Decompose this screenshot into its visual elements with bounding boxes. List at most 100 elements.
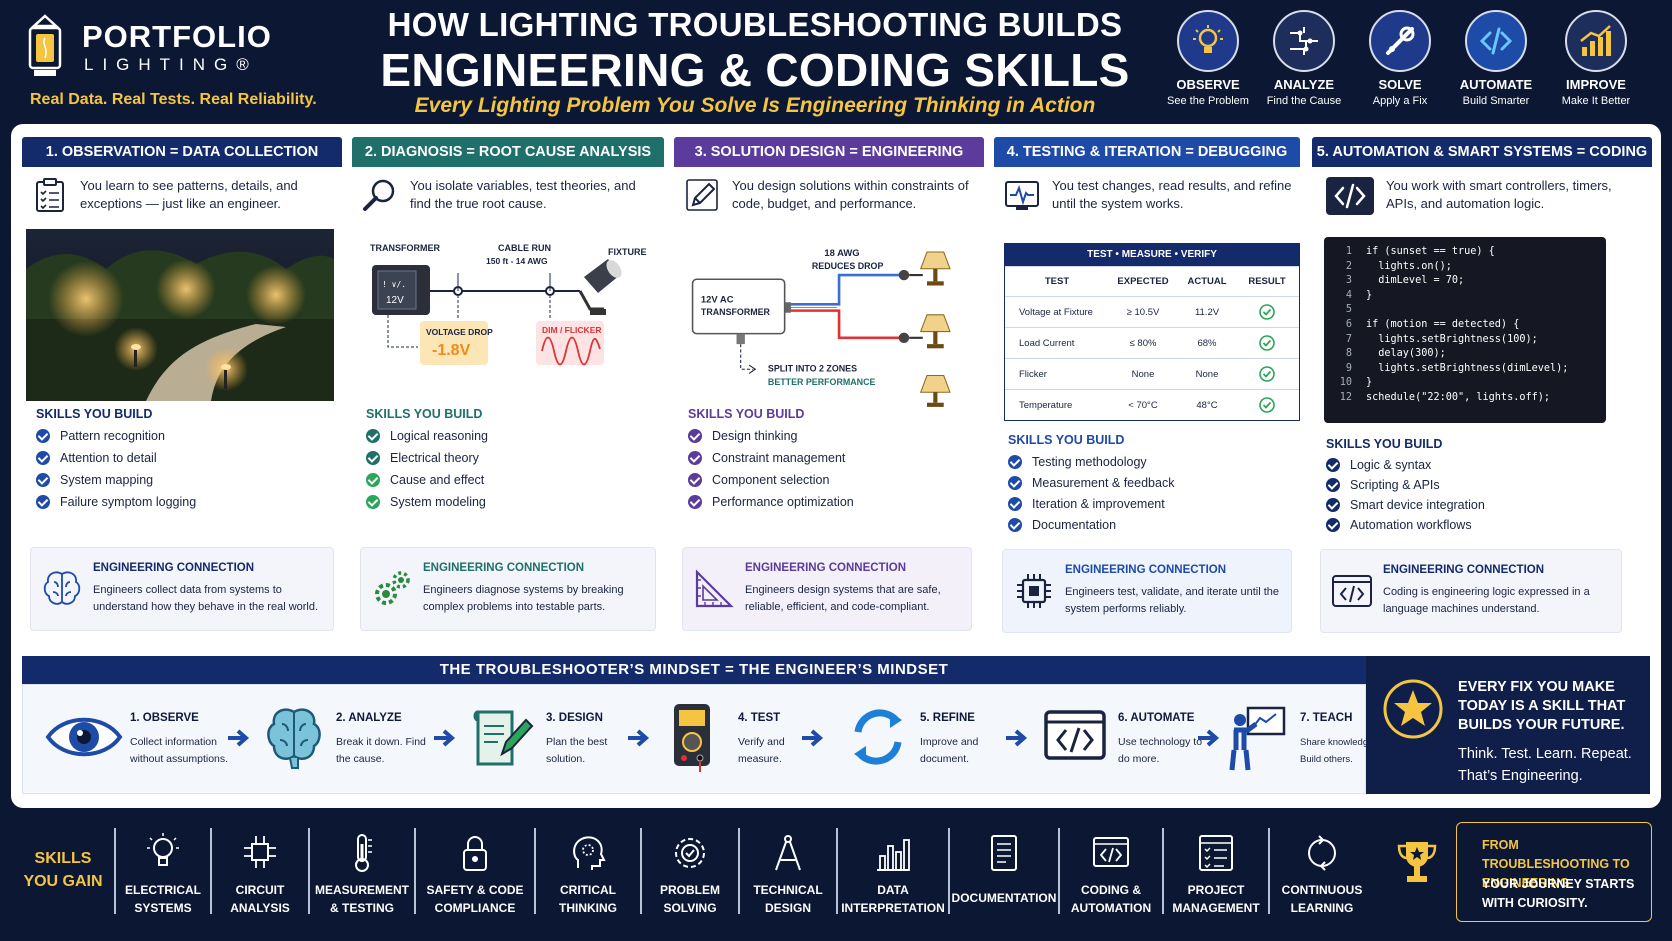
- skill-gain-continuous-learning: CONTINUOUS LEARNING: [1268, 828, 1374, 915]
- skills-title: SKILLS YOU BUILD: [36, 407, 153, 421]
- card-intro: You isolate variables, test theories, an…: [362, 177, 656, 225]
- list-item: Constraint management: [688, 447, 854, 469]
- skills-list: Design thinking Constraint management Co…: [688, 425, 854, 513]
- column-header: ACTUAL: [1187, 276, 1227, 287]
- column-header: EXPECTED: [1117, 276, 1169, 287]
- skill-label: Documentation: [1032, 517, 1117, 532]
- voltage-drop-diagram: TRANSFORMER CABLE RUN 150 ft - 14 AWG FI…: [370, 243, 647, 366]
- engineering-connection: ENGINEERING CONNECTION Coding is enginee…: [1320, 549, 1622, 633]
- header-step-sub: Find the Cause: [1266, 95, 1342, 107]
- mindset-step-desc: Plan the best solution.: [546, 736, 608, 765]
- connection-text: Engineers test, validate, and iterate un…: [1065, 586, 1280, 615]
- line-number: 6: [1345, 318, 1352, 330]
- skill-label: Electrical theory: [390, 451, 479, 465]
- card-intro: You work with smart controllers, timers,…: [1326, 177, 1644, 225]
- line-number: 7: [1345, 333, 1352, 345]
- connection-text: Coding is engineering logic expressed in…: [1383, 586, 1590, 615]
- pass-check-icon: [1259, 304, 1275, 320]
- mindset-step-desc: Collect information without assumptions.: [130, 736, 229, 765]
- code-line: 3 dimLevel = 70;: [1330, 274, 1606, 289]
- code-window-icon: [1332, 575, 1372, 607]
- title-line-1: HOW LIGHTING TROUBLESHOOTING BUILDS: [387, 6, 1123, 43]
- pencil-icon: [686, 179, 718, 211]
- flicker-label: DIM / FLICKER: [542, 325, 602, 335]
- thermometer-icon: [355, 834, 372, 872]
- check-icon: [688, 451, 702, 465]
- code-brackets-icon: [1326, 177, 1374, 215]
- skill-gain-data: DATA INTERPRETATION: [836, 828, 948, 915]
- header-step-sub: Build Smarter: [1462, 95, 1530, 107]
- connection-title: ENGINEERING CONNECTION: [1065, 564, 1227, 576]
- skills-title: SKILLS YOU BUILD: [1008, 433, 1125, 447]
- skill-label: Automation workflows: [1350, 518, 1472, 532]
- code-line: 2 lights.on();: [1330, 260, 1606, 275]
- line-number: 5: [1345, 304, 1352, 316]
- header-step-label: SOLVE: [1378, 77, 1422, 92]
- chip-icon: [1017, 574, 1051, 608]
- skill-gain-measurement: MEASUREMENT & TESTING: [308, 828, 414, 915]
- check-icon: [1008, 517, 1022, 532]
- engineering-connection: ENGINEERING CONNECTION Engineers design …: [682, 547, 972, 631]
- skill-label: Testing methodology: [1032, 454, 1147, 469]
- split-sub-label: BETTER PERFORMANCE: [768, 377, 876, 387]
- skill-gain-project-management: PROJECT MANAGEMENT: [1162, 828, 1268, 915]
- table-cell: 48°C: [1196, 399, 1218, 411]
- check-icon: [366, 429, 380, 443]
- header-step-analyze: ANALYZE Find the Cause: [1254, 10, 1354, 107]
- code-icon: [1479, 27, 1513, 55]
- connection-title: ENGINEERING CONNECTION: [1383, 564, 1545, 576]
- skills-list: Logical reasoning Electrical theory Caus…: [366, 425, 488, 513]
- header-step-observe: OBSERVE See the Problem: [1158, 10, 1258, 107]
- code-text: lights.setBrightness(dimLevel);: [1366, 362, 1569, 374]
- mindset-step-desc: Share knowledge. Build others.: [1300, 737, 1377, 765]
- skill-gain-label: TECHNICAL DESIGN: [753, 883, 823, 915]
- arrow-right-icon: [802, 729, 824, 747]
- check-icon: [36, 429, 50, 443]
- mindset-step-desc: Improve and document.: [920, 736, 979, 765]
- skill-label: Attention to detail: [60, 451, 157, 465]
- code-text: lights.on();: [1366, 260, 1452, 272]
- lightbulb-icon: [147, 833, 179, 866]
- skill-label: Performance optimization: [712, 495, 854, 509]
- garden-path-lighting-photo: [26, 229, 334, 401]
- mindset-step-title: 1. OBSERVE: [130, 712, 199, 724]
- code-line: 9 lights.setBrightness(dimLevel);: [1330, 362, 1606, 377]
- cable-spec-label: 150 ft - 14 AWG: [486, 256, 548, 266]
- connection-title: ENGINEERING CONNECTION: [745, 562, 907, 574]
- list-item: Iteration & improvement: [1008, 493, 1174, 514]
- fixture-label: FIXTURE: [608, 247, 647, 257]
- pass-check-icon: [1259, 335, 1275, 351]
- list-item: Pattern recognition: [36, 425, 196, 447]
- header-step-label: IMPROVE: [1566, 77, 1626, 92]
- header-step-sub: Make It Better: [1561, 95, 1631, 107]
- lantern-logo-icon: [28, 14, 62, 76]
- table-cell: None: [1131, 368, 1155, 380]
- main-title: HOW LIGHTING TROUBLESHOOTING BUILDS ENGI…: [380, 8, 1130, 93]
- cable-run-label: CABLE RUN: [498, 243, 551, 253]
- arrow-right-icon: [1198, 729, 1220, 747]
- skill-label: Logical reasoning: [390, 429, 488, 443]
- header-step-improve: IMPROVE Make It Better: [1546, 10, 1646, 107]
- arrow-right-icon: [228, 729, 250, 747]
- line-number: 4: [1345, 289, 1352, 301]
- lightbulb-icon: [1193, 25, 1223, 53]
- svg-text:! ∨/.: ! ∨/.: [382, 280, 406, 289]
- cycle-arrows-icon: [1308, 835, 1336, 871]
- padlock-icon: [463, 836, 487, 871]
- skills-title: SKILLS YOU BUILD: [688, 407, 805, 421]
- brand-tagline: Real Data. Real Tests. Real Reliability.: [30, 91, 317, 108]
- set-square-icon: [695, 569, 734, 608]
- mindset-step-title: 5. REFINE: [920, 712, 975, 724]
- multimeter-icon: [674, 704, 710, 772]
- skill-gain-safety: SAFETY & CODE COMPLIANCE: [414, 828, 534, 915]
- connection-text: Engineers diagnose systems by breaking c…: [423, 584, 624, 613]
- skill-gain-label: CIRCUIT ANALYSIS: [230, 883, 290, 915]
- star-badge-icon: [1383, 679, 1443, 739]
- card-testing: 4. TESTING & ITERATION = DEBUGGING You t…: [994, 137, 1300, 644]
- card-intro-text: You isolate variables, test theories, an…: [410, 178, 636, 211]
